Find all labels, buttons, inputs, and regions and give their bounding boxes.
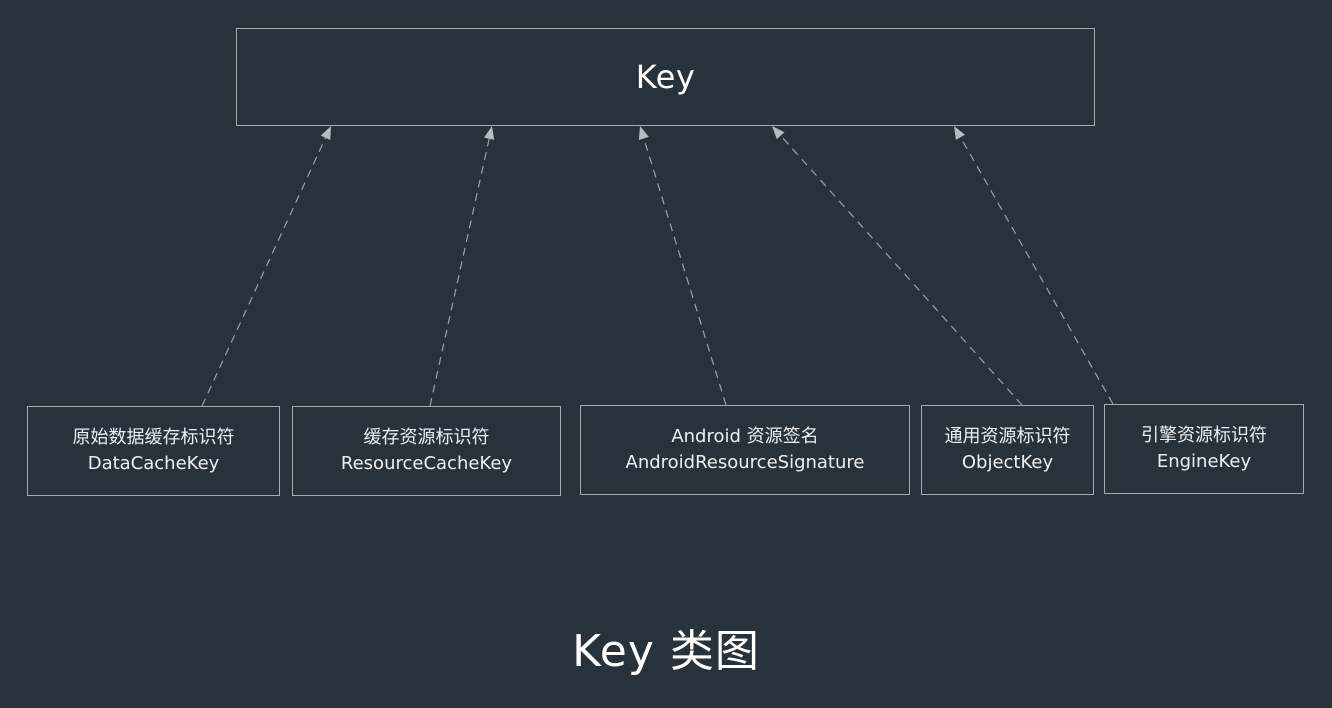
generalization-arrowhead <box>484 126 495 140</box>
class-box-subclass[interactable]: Android 资源签名 AndroidResourceSignature <box>580 405 910 495</box>
class-name-en: DataCacheKey <box>87 453 220 474</box>
class-label-cn: 缓存资源标识符 <box>363 426 490 448</box>
generalization-line <box>780 135 1023 406</box>
class-label-cn: 通用资源标识符 <box>944 425 1071 447</box>
generalization-arrowhead <box>954 126 965 140</box>
class-box-subclass[interactable]: 通用资源标识符 ObjectKey <box>921 405 1094 495</box>
generalization-arrowhead <box>638 126 649 140</box>
class-box-subclass[interactable]: 原始数据缓存标识符 DataCacheKey <box>27 406 280 496</box>
class-box-key[interactable]: Key <box>236 28 1095 126</box>
class-name-en: EngineKey <box>1156 451 1252 472</box>
generalization-arrowhead <box>772 126 785 140</box>
class-name-en: AndroidResourceSignature <box>625 452 865 473</box>
generalization-line <box>959 136 1114 405</box>
class-label-cn: 原始数据缓存标识符 <box>72 426 235 448</box>
class-label-cn: Android 资源签名 <box>671 425 819 447</box>
generalization-line <box>429 138 490 407</box>
diagram-caption: Key 类图 <box>572 626 760 677</box>
class-name-key: Key <box>635 57 696 96</box>
generalization-arrowhead <box>320 126 331 140</box>
class-name-en: ObjectKey <box>961 452 1054 473</box>
class-name-en: ResourceCacheKey <box>340 453 513 474</box>
class-label-cn: 引擎资源标识符 <box>1141 424 1267 446</box>
generalization-line <box>643 138 727 406</box>
class-box-subclass[interactable]: 缓存资源标识符 ResourceCacheKey <box>292 406 561 496</box>
class-box-subclass[interactable]: 引擎资源标识符 EngineKey <box>1104 404 1304 494</box>
generalization-line <box>201 137 327 407</box>
